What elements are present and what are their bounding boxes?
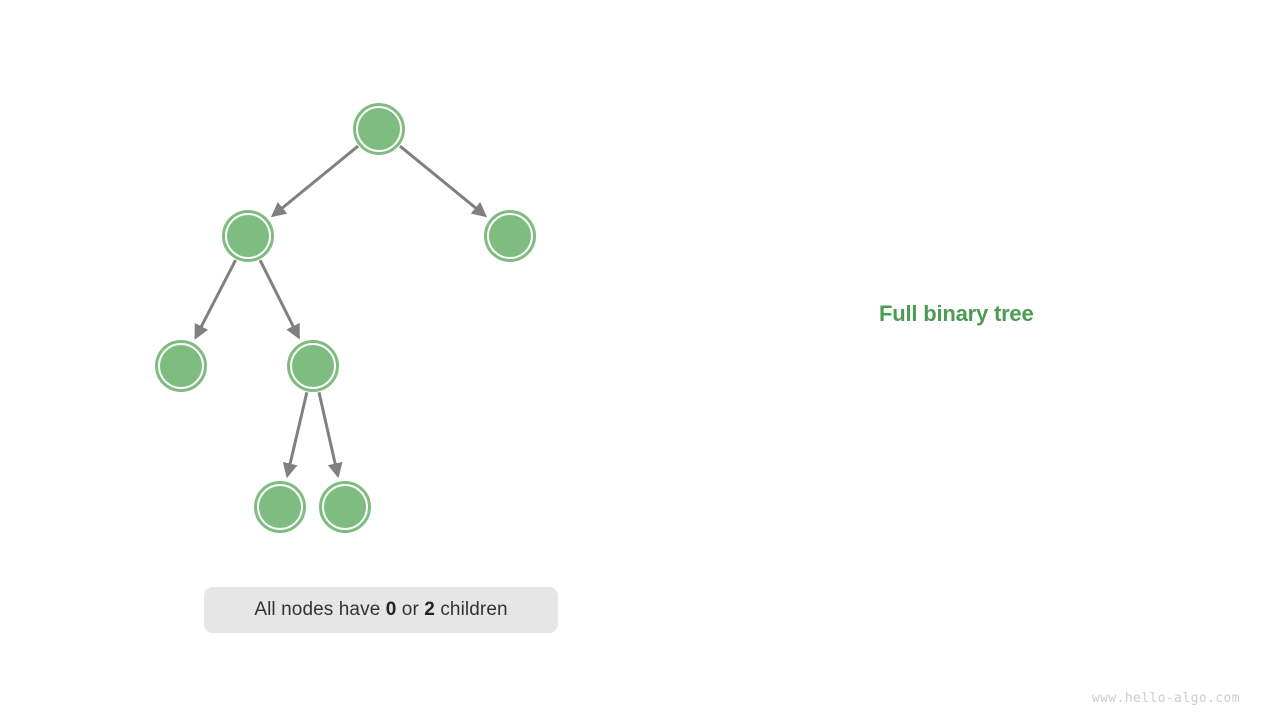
tree-node-inner-ring (257, 484, 303, 530)
tree-node[interactable] (155, 340, 207, 392)
tree-edge (270, 144, 360, 218)
tree-edge (194, 259, 237, 340)
tree-node[interactable] (484, 210, 536, 262)
tree-node-inner-ring (322, 484, 368, 530)
caption-box: All nodes have 0 or 2 children (204, 587, 558, 633)
tree-node[interactable] (222, 210, 274, 262)
tree-edge-layer (194, 144, 488, 479)
caption-middle: or (396, 599, 425, 620)
caption-prefix: All nodes have (254, 599, 386, 620)
caption-suffix: children (434, 599, 508, 620)
footer-url: www.hello-algo.com (1091, 691, 1240, 706)
tree-node[interactable] (254, 481, 306, 533)
caption-bold-zero: 0 (385, 599, 397, 620)
tree-edge (317, 391, 343, 479)
tree-node-inner-ring (290, 343, 336, 389)
tree-node[interactable] (353, 103, 405, 155)
caption-bold-two: 2 (424, 599, 435, 620)
tree-edge (282, 391, 309, 479)
tree-edge (398, 144, 488, 218)
tree-node-layer (155, 103, 536, 533)
tree-node[interactable] (319, 481, 371, 533)
tree-node-inner-ring (487, 213, 533, 259)
tree-edge (258, 259, 301, 340)
caption-text: All nodes have 0 or 2 children (254, 599, 507, 621)
tree-node-inner-ring (356, 106, 402, 152)
tree-node-inner-ring (158, 343, 204, 389)
tree-node-inner-ring (225, 213, 271, 259)
tree-node[interactable] (287, 340, 339, 392)
page-title: Full binary tree (879, 301, 1034, 326)
